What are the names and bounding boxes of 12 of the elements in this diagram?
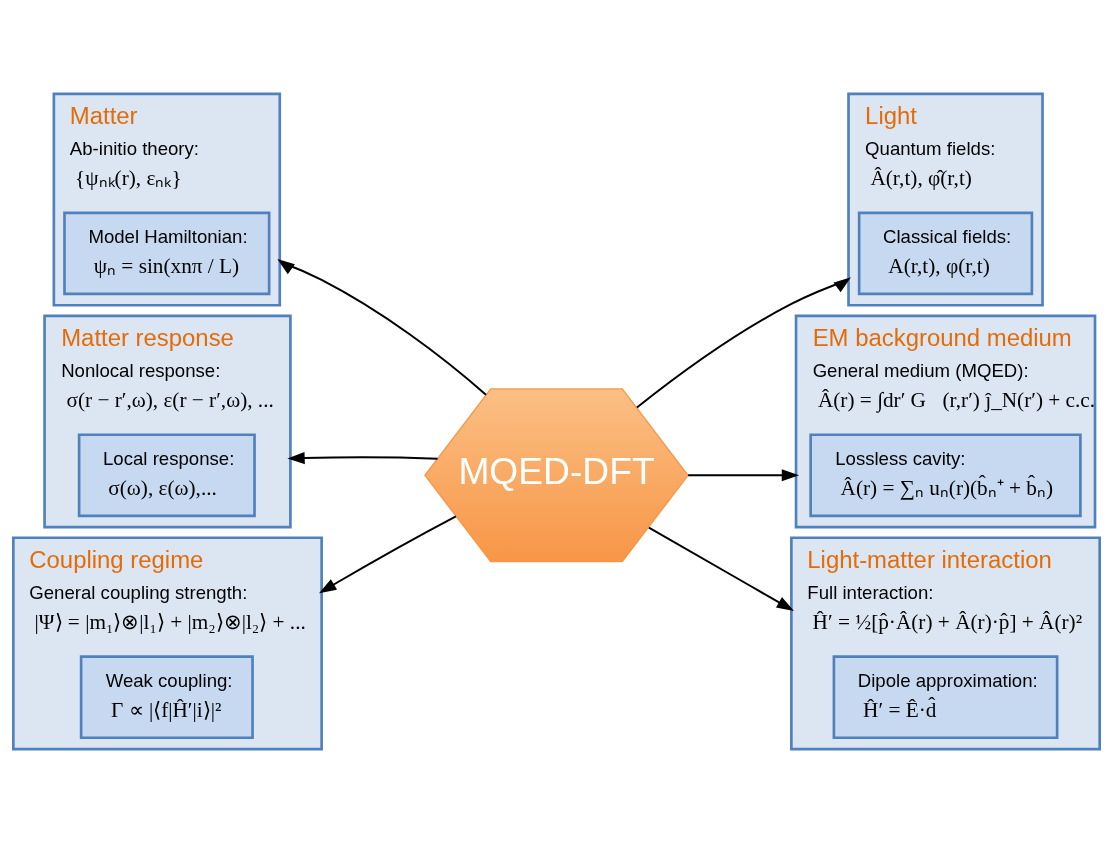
arrow: [277, 258, 487, 396]
node-box: Weak coupling: Γ ∝ |⟨f|Ĥ′|i⟩|²: [79, 654, 254, 739]
arrow: [635, 276, 851, 409]
arrow: [647, 526, 794, 611]
node-box: Local response: σ(ω), ε(ω),...: [77, 432, 256, 517]
arrow: [319, 514, 457, 593]
arrow: [687, 468, 800, 481]
node-box: Lossless cavity: Â(r) = ∑ₙ uₙ(r)(b̂ₙ⁺ + b̂ₙ): [809, 432, 1082, 517]
arrow: [287, 451, 439, 464]
node-box: Model Hamiltonian: ψₙ = sin(xnπ / L): [63, 211, 271, 295]
node-box: Classical fields: A(r,t), φ(r,t): [857, 211, 1034, 295]
node-box: Dipole approximation: Ĥ′ = Ê·d̂: [832, 654, 1059, 739]
